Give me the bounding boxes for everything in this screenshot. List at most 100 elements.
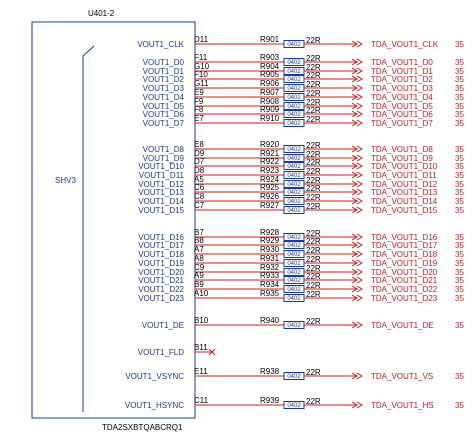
chip-body <box>31 21 196 419</box>
net-label: TDA_VOUT1_D2 <box>371 75 433 84</box>
offpage-arrow <box>351 372 363 380</box>
resistor-package: 0402 <box>287 69 301 75</box>
signal-name: VOUT1_D14 <box>138 197 184 206</box>
resistor-package: 0402 <box>287 208 301 214</box>
resistor-ref: R930 <box>260 245 280 254</box>
net-label: TDA_VOUT1_D4 <box>371 93 433 102</box>
pin-number: C6 <box>194 183 205 192</box>
bus-bracket <box>82 45 95 412</box>
signal-name: VOUT1_D4 <box>143 93 185 102</box>
pin-number: E9 <box>194 88 204 97</box>
page-reference: 35 <box>455 154 464 163</box>
resistor-ref: R934 <box>260 280 280 289</box>
offpage-arrow <box>351 188 363 196</box>
page-reference: 35 <box>455 93 464 102</box>
page-reference: 35 <box>455 171 464 180</box>
resistor-value: 22R <box>306 167 321 176</box>
resistor-ref: R928 <box>260 228 280 237</box>
net-label: TDA_VOUT1_D11 <box>371 171 437 180</box>
resistor-ref: R910 <box>260 114 280 123</box>
resistor-value: 22R <box>306 397 321 406</box>
offpage-arrow <box>351 241 363 249</box>
offpage-arrow <box>351 276 363 284</box>
pin-number: A9 <box>194 271 204 280</box>
pin-number: F11 <box>194 53 208 62</box>
pin-number: G10 <box>194 62 210 71</box>
offpage-arrow <box>351 197 363 205</box>
page-reference: 35 <box>455 40 464 49</box>
resistor-value: 22R <box>306 246 321 255</box>
resistor-ref: R925 <box>260 183 280 192</box>
net-label: TDA_VOUT1_D18 <box>371 250 438 259</box>
signal-name: VOUT1_D12 <box>138 180 184 189</box>
resistor-value: 22R <box>306 176 321 185</box>
page-reference: 35 <box>455 321 464 330</box>
signal-name: VOUT1_D18 <box>138 250 184 259</box>
net-label: TDA_VOUT1_D12 <box>371 180 438 189</box>
page-reference: 35 <box>455 401 464 410</box>
resistor-value: 22R <box>306 290 321 299</box>
resistor-ref: R939 <box>260 396 280 405</box>
net-label: TDA_VOUT1_D22 <box>371 285 438 294</box>
resistor-value: 22R <box>306 106 321 115</box>
resistor-value: 22R <box>306 89 321 98</box>
net-label: TDA_VOUT1_DE <box>371 321 434 330</box>
resistor-ref: R903 <box>260 53 280 62</box>
offpage-arrow <box>351 102 363 110</box>
resistor-ref: R931 <box>260 254 280 263</box>
resistor-value: 22R <box>306 141 321 150</box>
page-reference: 35 <box>455 67 464 76</box>
net-label: TDA_VOUT1_D0 <box>371 58 433 67</box>
chip-part-number: TDA2SXBTQABCRQ1 <box>102 423 183 432</box>
resistor-value: 22R <box>306 36 321 45</box>
offpage-arrow <box>351 259 363 267</box>
net-label: TDA_VOUT1_CLK <box>371 40 439 49</box>
signal-name: VOUT1_D15 <box>138 206 184 215</box>
signal-name: VOUT1_D7 <box>143 119 185 128</box>
resistor-package: 0402 <box>287 95 301 101</box>
pin-number: A7 <box>194 245 204 254</box>
offpage-arrow <box>351 250 363 258</box>
resistor-value: 22R <box>306 158 321 167</box>
net-label: TDA_VOUT1_D17 <box>371 241 438 250</box>
offpage-arrow <box>351 154 363 162</box>
resistor-package: 0402 <box>287 243 301 249</box>
resistor-package: 0402 <box>287 190 301 196</box>
signal-name: VOUT1_D22 <box>138 285 184 294</box>
resistor-value: 22R <box>306 237 321 246</box>
net-label: TDA_VOUT1_D21 <box>371 276 438 285</box>
resistor-package: 0402 <box>287 182 301 188</box>
offpage-arrow <box>351 145 363 153</box>
page-reference: 35 <box>455 259 464 268</box>
resistor-ref: R909 <box>260 105 280 114</box>
pin-number: B9 <box>194 280 204 289</box>
signal-name: VOUT1_D10 <box>138 162 184 171</box>
offpage-arrow <box>351 294 363 302</box>
page-reference: 35 <box>455 197 464 206</box>
signal-name: VOUT1_D20 <box>138 268 184 277</box>
resistor-ref: R908 <box>260 97 280 106</box>
resistor-value: 22R <box>306 368 321 377</box>
signal-name: VOUT1_D19 <box>138 259 184 268</box>
resistor-ref: R922 <box>260 157 280 166</box>
net-label: TDA_VOUT1_D6 <box>371 110 433 119</box>
offpage-arrow <box>351 233 363 241</box>
pin-number: C8 <box>194 192 205 201</box>
resistor-value: 22R <box>306 184 321 193</box>
pin-number: E7 <box>194 114 204 123</box>
signal-name: VOUT1_D23 <box>138 294 184 303</box>
pin-number: A10 <box>194 289 209 298</box>
pin-number: D9 <box>194 149 205 158</box>
net-label: TDA_VOUT1_D16 <box>371 233 438 242</box>
net-label: TDA_VOUT1_D10 <box>371 162 438 171</box>
resistor-package: 0402 <box>287 164 301 170</box>
resistor-value: 22R <box>306 202 321 211</box>
page-reference: 35 <box>455 180 464 189</box>
resistor-package: 0402 <box>287 235 301 241</box>
signal-name: VOUT1_FLD <box>138 348 184 357</box>
pin-number: D8 <box>194 166 205 175</box>
resistor-package: 0402 <box>287 173 301 179</box>
resistor-ref: R904 <box>260 62 280 71</box>
resistor-package: 0402 <box>287 121 301 127</box>
signal-name: VOUT1_D1 <box>143 67 185 76</box>
